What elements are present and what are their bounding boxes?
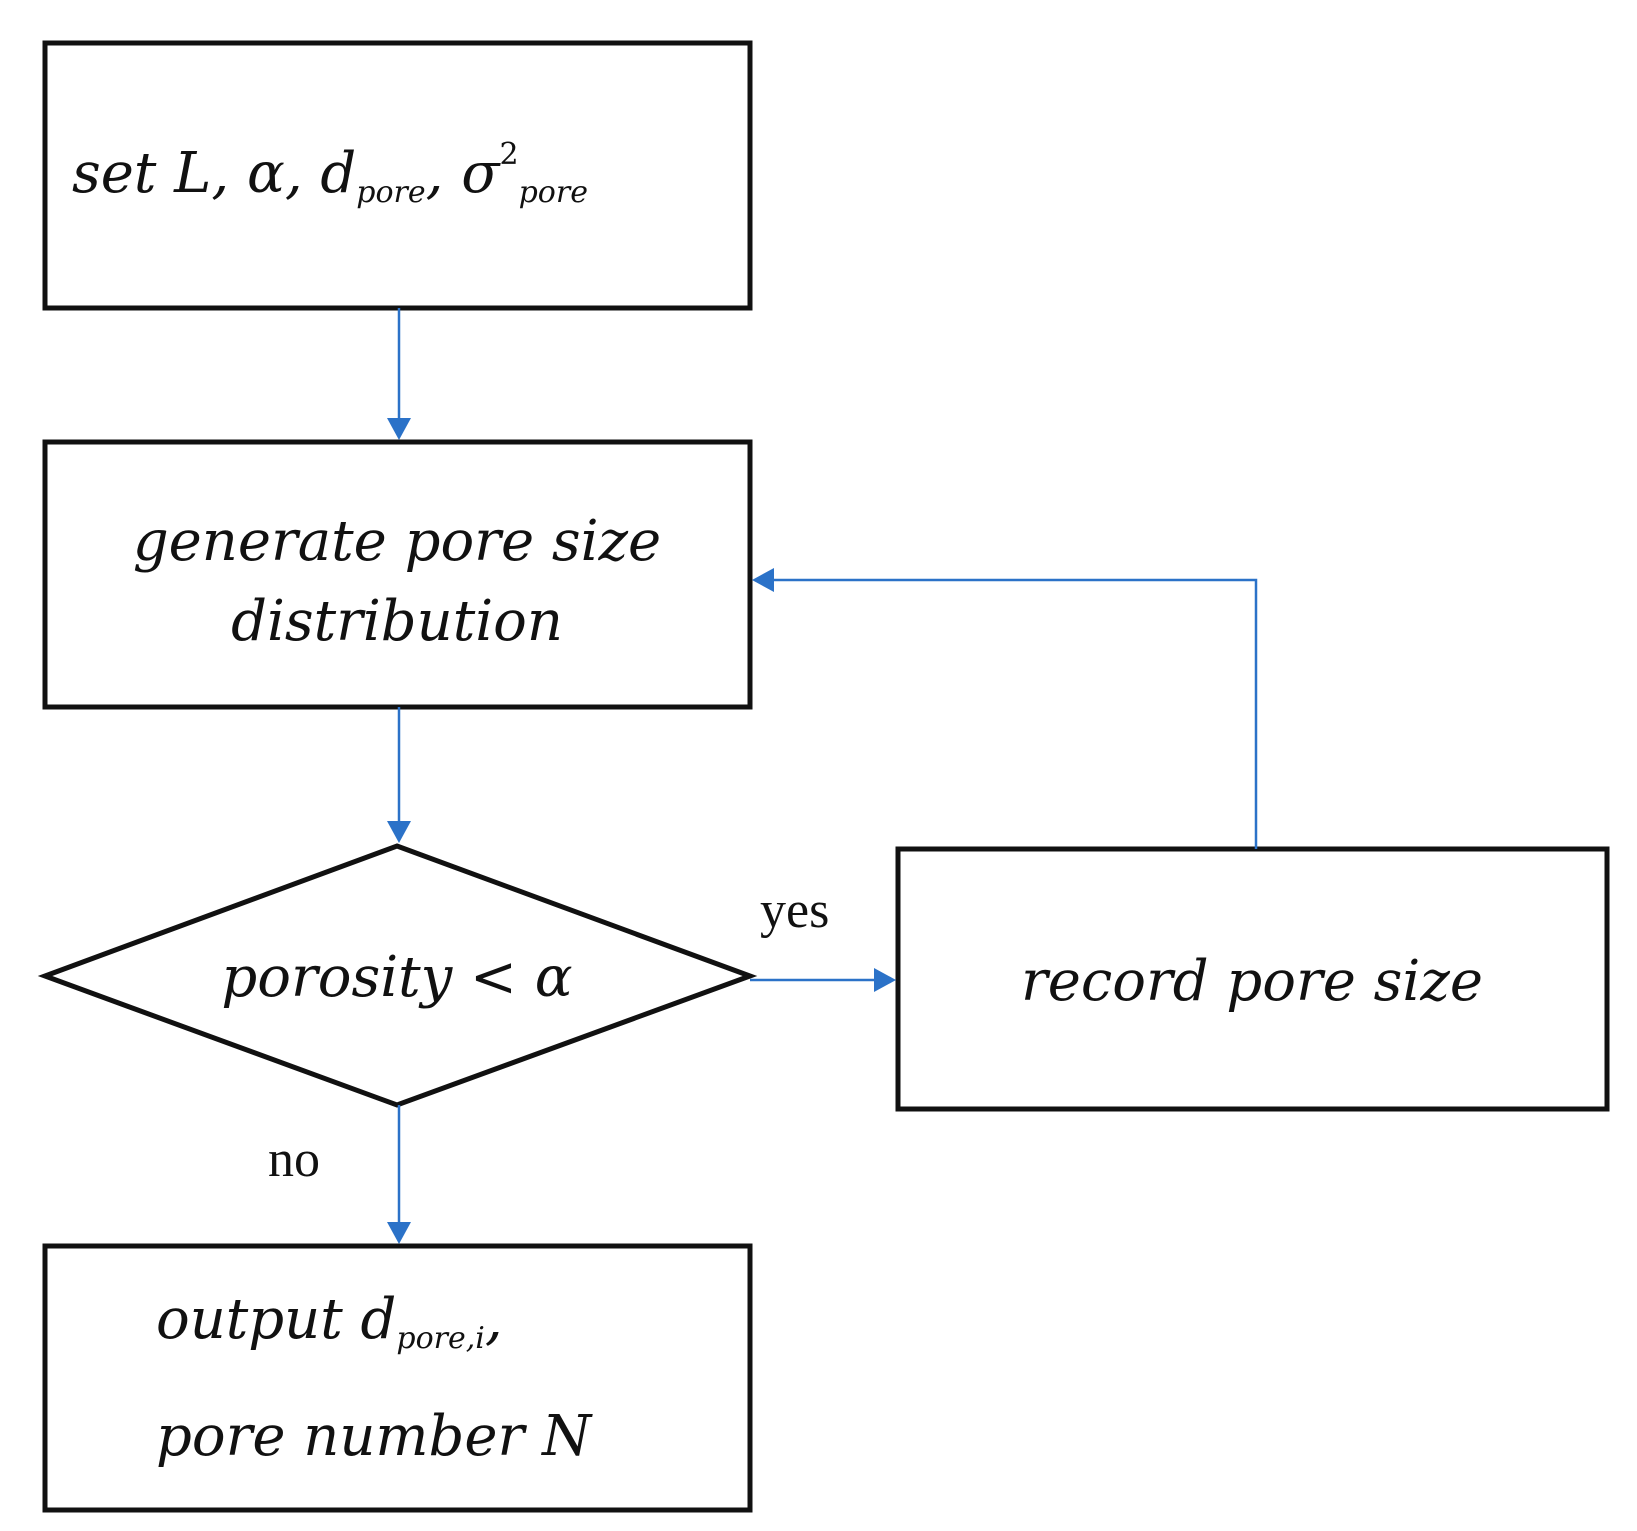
arrow-record-to-generate (752, 568, 1258, 849)
record-text: record pore size (1021, 949, 1483, 1014)
arrow-decision-to-record (750, 968, 896, 992)
output-line2-text: pore number N (156, 1404, 593, 1469)
output-node: output dpore,i, pore number N (42, 1243, 753, 1513)
generate-line2-text: distribution (231, 589, 563, 654)
generate-line1-text: generate pore size (133, 509, 661, 574)
arrow-set-to-generate (387, 308, 411, 440)
decision-text: porosity < α (221, 945, 572, 1010)
arrow-generate-to-decision (387, 707, 411, 843)
set-parameters-text: set L, α, dpore, σ2pore (72, 137, 588, 210)
arrow-decision-to-output (387, 1105, 411, 1244)
record-pore-size-node: record pore size (895, 846, 1610, 1112)
no-label: no (268, 1131, 320, 1188)
yes-label: yes (760, 882, 829, 939)
generate-distribution-node: generate pore size distribution (42, 439, 753, 710)
porosity-decision-node: porosity < α (37, 843, 758, 1108)
set-parameters-node: set L, α, dpore, σ2pore (42, 40, 753, 311)
output-line1-text: output dpore,i, (156, 1287, 503, 1356)
